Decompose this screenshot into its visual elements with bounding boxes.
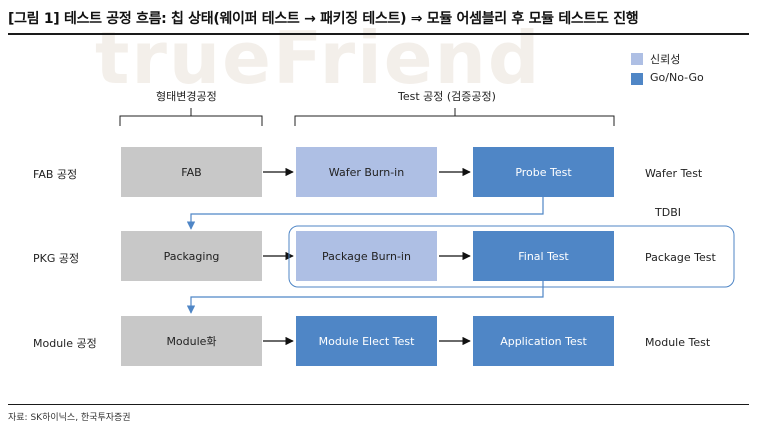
- right-label-package-test: Package Test: [645, 251, 716, 264]
- tdbi-outline: [288, 225, 735, 288]
- box-final-test: Final Test: [473, 231, 614, 281]
- legend-swatch-gonogo: [631, 73, 643, 85]
- legend-label-reliability: 신뢰성: [650, 53, 681, 66]
- row-label-fab: FAB 공정: [33, 168, 78, 181]
- flow-final-to-module: [186, 281, 544, 314]
- box-wafer-burn-in: Wafer Burn-in: [296, 147, 437, 197]
- right-label-wafer-test: Wafer Test: [645, 167, 703, 180]
- tdbi-label: TDBI: [655, 206, 681, 219]
- row-label-module: Module 공정: [33, 337, 97, 350]
- legend-label-gonogo: Go/No-Go: [650, 71, 704, 84]
- box-probe-test: Probe Test: [473, 147, 614, 197]
- right-label-module-test: Module Test: [645, 336, 711, 349]
- legend-swatch-reliability: [631, 53, 643, 65]
- box-application-test: Application Test: [473, 316, 614, 366]
- top-rule: [8, 33, 749, 35]
- flow-probe-to-packaging: [186, 197, 544, 230]
- bottom-rule: [8, 404, 749, 405]
- box-package-burn-in: Package Burn-in: [296, 231, 437, 281]
- figure-title: [그림 1] 테스트 공정 흐름: 칩 상태(웨이퍼 테스트 → 패키징 테스트…: [8, 11, 639, 27]
- box-module-elect-test: Module Elect Test: [296, 316, 437, 366]
- brace-test-process: [294, 108, 615, 126]
- row-label-pkg: PKG 공정: [33, 252, 80, 265]
- group-label-test-process: Test 공정 (검증공정): [398, 90, 496, 103]
- group-label-form-change: 형태변경공정: [156, 90, 217, 103]
- watermark: trueFriend: [95, 16, 542, 100]
- box-fab: FAB: [121, 147, 262, 197]
- source-note: 자료: SK하이닉스, 한국투자증권: [8, 413, 131, 423]
- brace-form-change: [119, 108, 263, 126]
- box-packaging: Packaging: [121, 231, 262, 281]
- box-module: Module화: [121, 316, 262, 366]
